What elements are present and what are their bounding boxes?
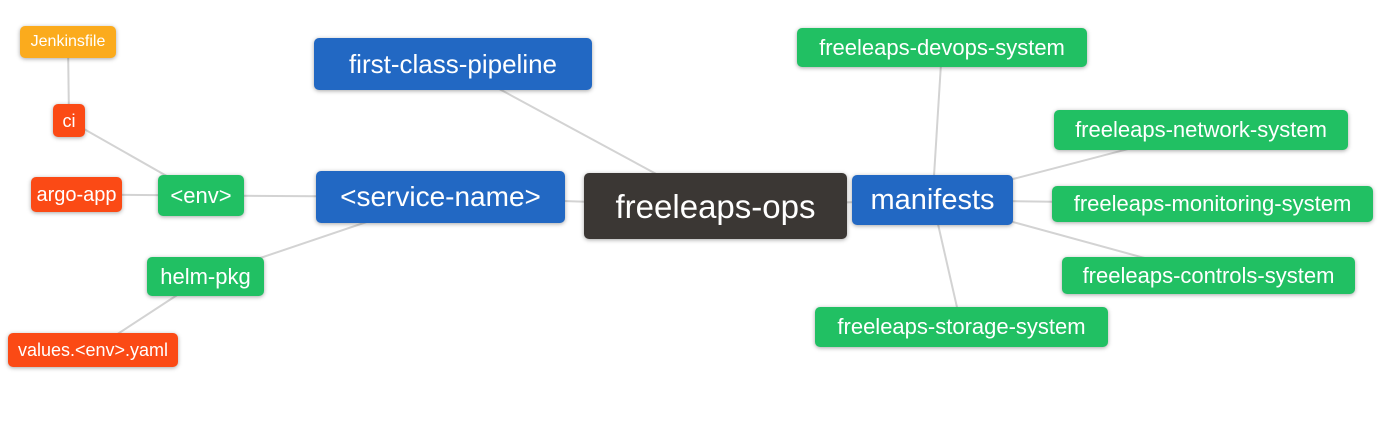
mindmap-node-first-class-pipeline[interactable]: first-class-pipeline: [314, 38, 592, 90]
mindmap-node-argo-app[interactable]: argo-app: [31, 177, 122, 212]
mindmap-node-jenkinsfile[interactable]: Jenkinsfile: [20, 26, 116, 58]
mindmap-node-values-env-yaml[interactable]: values.<env>.yaml: [8, 333, 178, 367]
mindmap-node-freeleaps-network-system[interactable]: freeleaps-network-system: [1054, 110, 1348, 150]
mindmap-node-manifests[interactable]: manifests: [852, 175, 1013, 225]
mindmap-node-ci[interactable]: ci: [53, 104, 85, 137]
connector-line-manifests--freeleaps-devops-system: [931, 47, 943, 201]
mindmap-node-helm-pkg[interactable]: helm-pkg: [147, 257, 264, 296]
mindmap-node-freeleaps-storage-system[interactable]: freeleaps-storage-system: [815, 307, 1108, 347]
mindmap-node-freeleaps-monitoring-system[interactable]: freeleaps-monitoring-system: [1052, 186, 1373, 222]
mindmap-node-freeleaps-controls-system[interactable]: freeleaps-controls-system: [1062, 257, 1355, 294]
mindmap-node-freeleaps-ops[interactable]: freeleaps-ops: [584, 173, 847, 239]
mindmap-node-freeleaps-devops-system[interactable]: freeleaps-devops-system: [797, 28, 1087, 67]
mindmap-node-env[interactable]: <env>: [158, 175, 244, 216]
mindmap-node-service-name[interactable]: <service-name>: [316, 171, 565, 223]
